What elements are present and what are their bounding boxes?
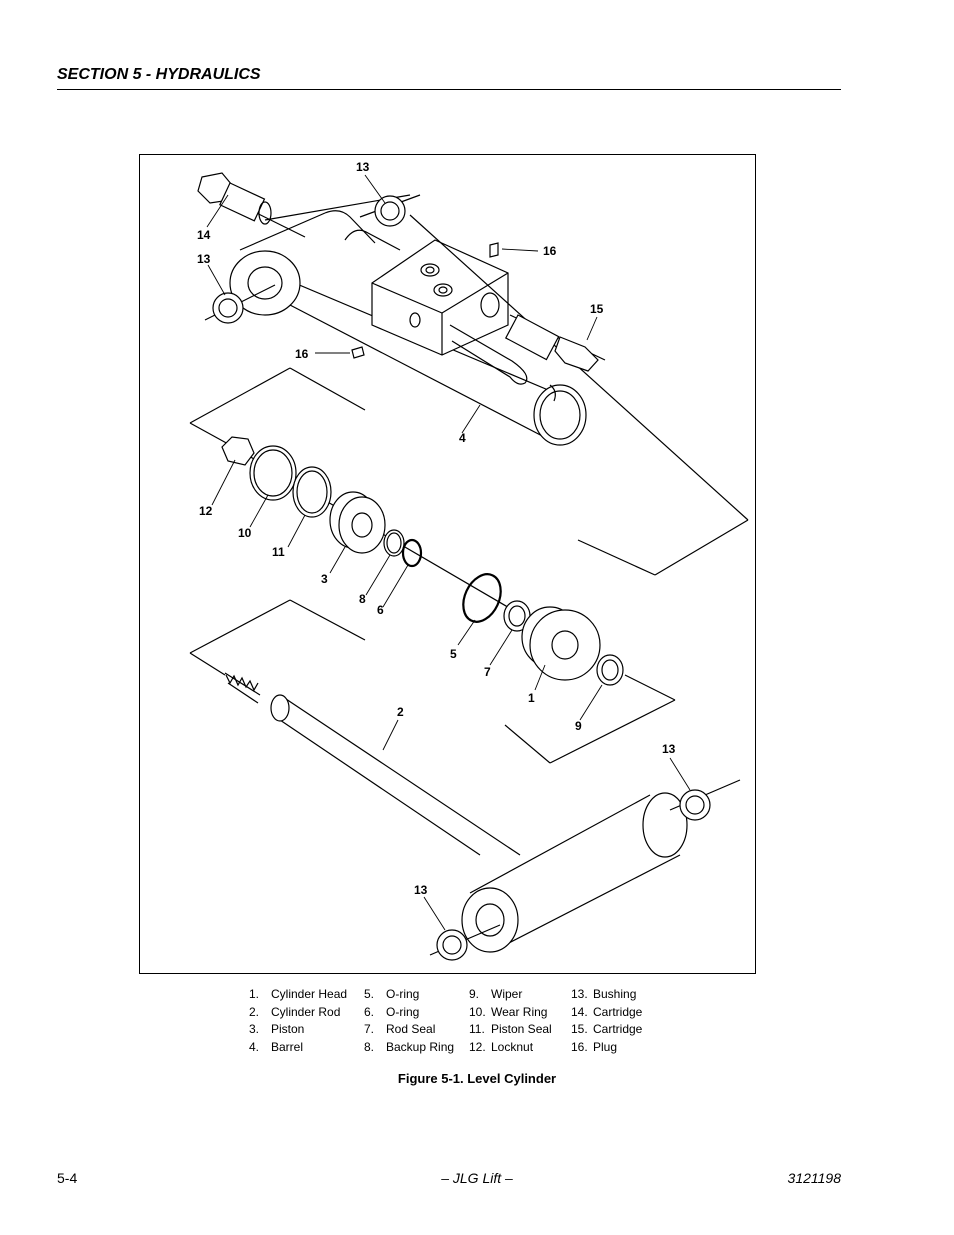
doc-number: 3121198 (787, 1170, 841, 1186)
callout-16: 16 (295, 347, 309, 361)
figure-caption: Figure 5-1. Level Cylinder (397, 1071, 557, 1086)
piston-group (189, 367, 676, 701)
callout-13: 13 (197, 252, 211, 266)
legend-item: 4.Barrel (249, 1039, 304, 1054)
legend-item: 13.Bushing (571, 987, 637, 1001)
callout-12: 12 (199, 504, 213, 518)
legend-item: 8.Backup Ring (364, 1039, 455, 1054)
legend-item: 7.Rod Seal (364, 1022, 436, 1036)
legend-column-2: 5.O-ring 6.O-ring 7.Rod Seal 8.Backup Ri… (364, 987, 454, 1057)
callout-5: 5 (450, 647, 457, 661)
callout-14: 14 (197, 228, 211, 242)
legend-item: 3.Piston (249, 1022, 305, 1036)
legend-column-1: 1.Cylinder Head 2.Cylinder Rod 3.Piston … (249, 987, 347, 1057)
legend-item: 14.Cartridge (571, 1004, 643, 1019)
callout-2: 2 (397, 705, 404, 719)
plug-16 (351, 242, 499, 359)
callout-8: 8 (359, 592, 366, 606)
rod-assembly (189, 599, 741, 961)
barrel-assembly (229, 194, 749, 576)
callout-13: 13 (356, 160, 370, 174)
callout-13: 13 (662, 742, 676, 756)
legend-item: 12.Locknut (469, 1039, 534, 1054)
cartridge-14 (197, 172, 306, 238)
bushing-13 (204, 194, 421, 324)
level-cylinder-diagram: 13 14 13 16 15 16 4 12 10 11 3 8 6 5 7 1… (189, 160, 749, 961)
figure-box: 13 14 13 16 15 16 4 12 10 11 3 8 6 5 7 1… (139, 154, 756, 974)
callout-13: 13 (414, 883, 428, 897)
publisher: – JLG Lift – (441, 1170, 513, 1186)
callout-9: 9 (575, 719, 582, 733)
callout-7: 7 (484, 665, 491, 679)
legend-item: 9.Wiper (469, 987, 523, 1001)
callout-11: 11 (272, 545, 285, 559)
callout-10: 10 (238, 526, 252, 540)
leader-lines (206, 174, 691, 931)
legend-item: 1.Cylinder Head (249, 987, 348, 1001)
legend-item: 6.O-ring (364, 1004, 420, 1019)
section-title: SECTION 5 - HYDRAULICS (57, 66, 261, 83)
legend-item: 16.Plug (571, 1039, 618, 1054)
callout-3: 3 (321, 572, 328, 586)
header-rule (57, 89, 841, 90)
callout-15: 15 (590, 302, 604, 316)
callout-6: 6 (377, 603, 384, 617)
callouts: 13 14 13 16 15 16 4 12 10 11 3 8 6 5 7 1… (197, 160, 676, 897)
legend-item: 11.Piston Seal (469, 1022, 552, 1036)
cartridge-15 (504, 314, 606, 372)
callout-4: 4 (459, 431, 466, 445)
callout-1: 1 (528, 691, 535, 705)
legend-item: 5.O-ring (364, 987, 420, 1001)
legend-item: 15.Cartridge (571, 1022, 643, 1036)
page-number: 5-4 (57, 1170, 78, 1186)
legend-item: 10.Wear Ring (469, 1004, 548, 1019)
legend-item: 2.Cylinder Rod (249, 1004, 341, 1019)
callout-16: 16 (543, 244, 557, 258)
legend-column-4: 13.Bushing 14.Cartridge 15.Cartridge 16.… (571, 987, 642, 1057)
legend-column-3: 9.Wiper 10.Wear Ring 11.Piston Seal 12.L… (469, 987, 552, 1057)
